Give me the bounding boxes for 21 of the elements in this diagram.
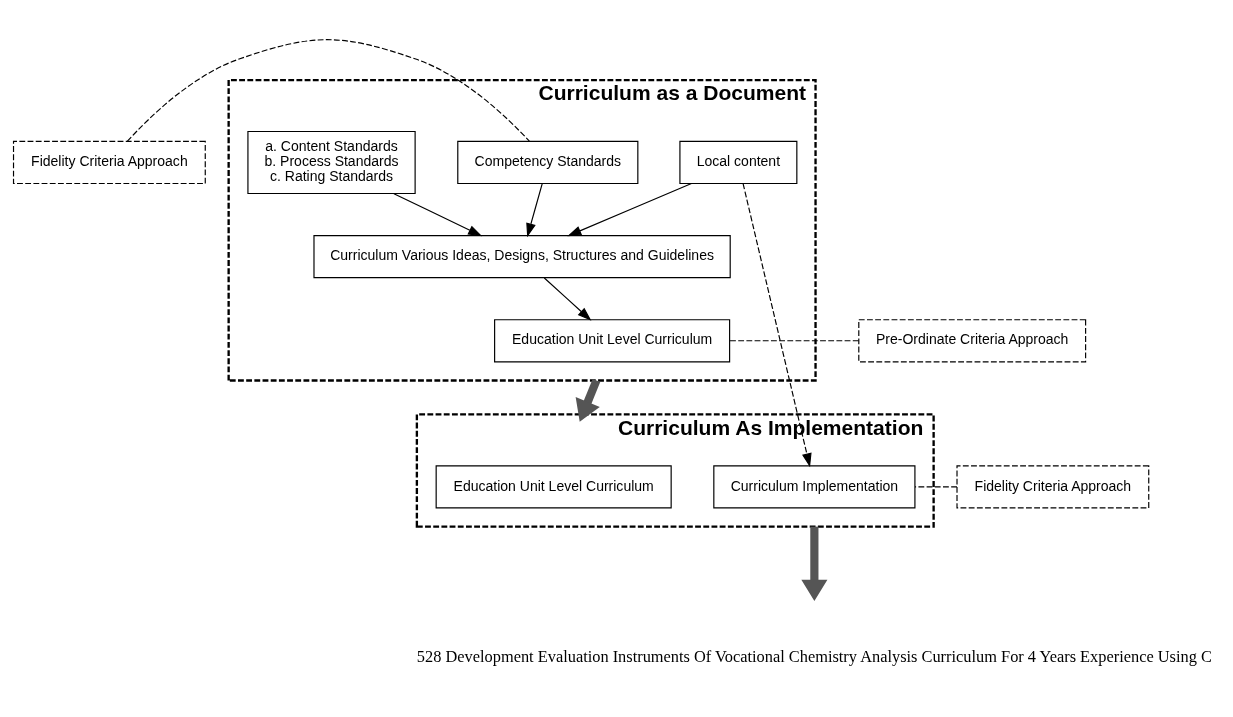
node-box: a. Content Standards b. Process Standards c. Rating Standards — [247, 130, 416, 194]
arrow — [526, 182, 543, 237]
node-box: Curriculum Implementation — [713, 464, 916, 509]
arrow — [393, 192, 483, 236]
node-box: Education Unit Level Curriculum — [494, 318, 731, 362]
node-box: Education Unit Level Curriculum — [435, 464, 672, 509]
label: 528 Development Evaluation Instruments Of Vocational Chemistry Analysis Curriculum For 4 Years Experience Using C — [416, 646, 1212, 666]
connector — [914, 485, 958, 487]
connector — [126, 38, 530, 142]
arrow — [543, 276, 592, 321]
node-box: Fidelity Criteria Approach — [956, 464, 1150, 509]
arrow — [575, 378, 601, 422]
arrow — [801, 526, 828, 601]
node-box: Curriculum Various Ideas, Designs, Structures and Guidelines — [313, 234, 731, 278]
arrow — [567, 182, 693, 236]
arrow — [742, 182, 812, 467]
node-box: Pre-Ordinate Criteria Approach — [858, 318, 1087, 362]
connector — [729, 339, 860, 341]
node-box: Local content — [679, 140, 798, 184]
node-box: Fidelity Criteria Approach — [12, 140, 206, 184]
node-box: Competency Standards — [457, 140, 639, 184]
